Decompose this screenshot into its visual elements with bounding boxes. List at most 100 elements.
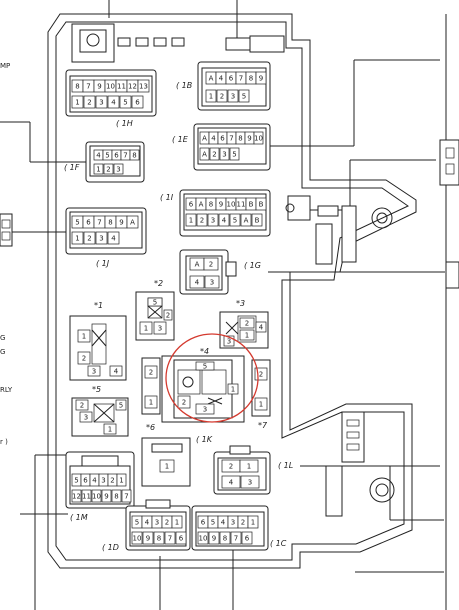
pin-1m-bottom: 12 — [72, 493, 81, 501]
pin-1d-bottom: 10 — [133, 535, 142, 543]
pin-1i-bottom: 4 — [222, 217, 227, 225]
pin-1c-bottom: 10 — [199, 535, 208, 543]
pin-1i-bottom-cell — [185, 213, 197, 227]
pin-1e-top: 7 — [229, 135, 233, 143]
pin-1e-top: 10 — [254, 135, 263, 143]
connector-1e-label: ( 1E — [172, 135, 189, 144]
pin-relay-r1-cell — [109, 365, 123, 377]
pin-1c-top: 1 — [251, 519, 255, 527]
connector-1h-label: ( 1H — [116, 119, 133, 128]
pin-1f-bottom: 3 — [116, 166, 120, 174]
pin-1h-bottom-cell — [95, 95, 108, 109]
top-clip — [71, 23, 115, 63]
pin-1c-bottom: 9 — [212, 535, 216, 543]
pin-1e-bottom: 3 — [222, 151, 226, 159]
pin-1d-bottom-cell — [153, 531, 165, 545]
pin-1e-top: A — [202, 135, 207, 143]
connector-1i-label: ( 1I — [160, 193, 174, 202]
pin-relay-r1-cell — [77, 351, 91, 365]
junction-block-inner-outline — [55, 21, 409, 561]
pin-1c-bottom-cell — [219, 531, 231, 545]
pin-1j-bottom-cell — [83, 231, 96, 245]
pin-relay-r3: 1 — [245, 332, 249, 340]
pin-1e-bottom: 5 — [232, 151, 236, 159]
pin-relay-r2-cell — [139, 321, 153, 335]
pin-relay-r1-cell — [87, 365, 101, 377]
pin-1i-bottom-cell — [196, 213, 208, 227]
pin-relay-r5: 5 — [119, 402, 123, 410]
top-tabs — [117, 37, 185, 47]
pin-1f-bottom-cell — [113, 163, 124, 175]
connector-1f-label: ( 1F — [64, 163, 80, 172]
side-label-r: r ) — [0, 438, 8, 446]
pin-relay-r4-cell — [227, 383, 239, 395]
pin-1e-bottom: 2 — [212, 151, 216, 159]
pin-relay-r5: 3 — [84, 414, 88, 422]
pin-1d-top: 5 — [135, 519, 139, 527]
pin-1d-top: 2 — [165, 519, 169, 527]
pin-relay-r1-cell — [77, 329, 91, 343]
relay-6: *6 1 — [141, 423, 191, 487]
pin-1i-bottom: 5 — [233, 217, 237, 225]
pin-1i-bottom: A — [244, 217, 249, 225]
pin-1e-top: 9 — [247, 135, 251, 143]
pin-1m-bottom-cell — [101, 489, 112, 503]
pin-1b-top: 7 — [239, 75, 243, 83]
pin-relay-r5-cell — [115, 399, 127, 411]
pin-1i-top: 10 — [227, 201, 236, 209]
pin-1b-top: 6 — [229, 75, 234, 83]
pin-relay-r3-cell — [239, 329, 255, 341]
connector-1g-label: ( 1G — [244, 261, 261, 270]
side-label-g2: G — [0, 348, 5, 356]
side-label-g: G — [0, 334, 5, 342]
pin-1h-bottom-cell — [107, 95, 120, 109]
pin-1d-top: 4 — [145, 519, 150, 527]
pin-1b-bottom: 3 — [231, 93, 235, 101]
pin-1i-top: 9 — [219, 201, 223, 209]
pin-relay-side2: 1 — [149, 399, 153, 407]
pin-1i-top: B — [259, 201, 264, 209]
pin-relay-r2-cell — [163, 309, 173, 321]
pin-1d-bottom: 6 — [179, 535, 184, 543]
pin-1j-bottom: 1 — [75, 235, 79, 243]
pin-1m-bottom: 10 — [92, 493, 101, 501]
pin-1f-top: 8 — [132, 152, 136, 160]
pin-1e-top: 6 — [220, 135, 225, 143]
pin-1i-bottom-cell — [229, 213, 241, 227]
pin-relay-r7: 1 — [259, 401, 263, 409]
pin-1d-bottom-cell — [131, 531, 143, 545]
pin-1j-top: 6 — [86, 219, 91, 227]
pin-1g-top: 2 — [209, 261, 213, 269]
highlight-circle — [165, 333, 259, 423]
pin-1j-top: 5 — [75, 219, 79, 227]
pin-1d-bottom-cell — [142, 531, 154, 545]
pin-1h-bottom: 6 — [135, 99, 140, 107]
relay-7: 21 *7 — [251, 359, 271, 430]
pin-1c-top-cell — [247, 515, 259, 529]
relay-2-label: *2 — [154, 279, 163, 288]
pin-1l-bottom-cell — [221, 475, 241, 489]
pin-1m-top: 5 — [74, 477, 78, 485]
pin-1i-top-cell — [255, 197, 267, 211]
pin-1c-bottom-cell — [241, 531, 253, 545]
pin-1m-bottom: 11 — [82, 493, 91, 501]
pin-1i-bottom: 2 — [200, 217, 204, 225]
pin-1i-bottom-cell — [240, 213, 252, 227]
pin-1h-top: 8 — [75, 83, 79, 91]
pin-1h-bottom: 1 — [75, 99, 79, 107]
pin-1c-top: 5 — [211, 519, 215, 527]
pin-1b-bottom-cell — [227, 89, 239, 103]
pin-1i-top: A — [199, 201, 204, 209]
